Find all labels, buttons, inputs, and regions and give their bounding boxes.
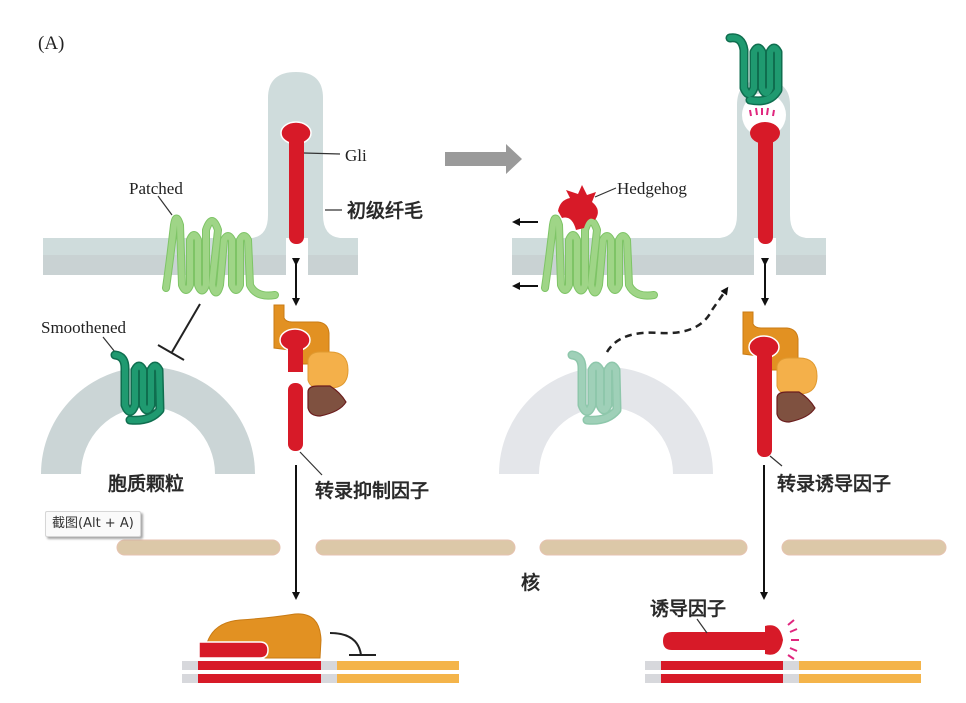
smoothened-translocation-arrow: [605, 286, 729, 353]
right-panel-on-state: Hedgehog 转录诱导因子: [499, 33, 921, 683]
activated-gene: [645, 619, 921, 683]
gli-activator-complex: [742, 311, 818, 457]
patched-protein: [162, 214, 279, 300]
patched-protein-right: [541, 214, 658, 300]
cytoplasmic-vesicle-left: [41, 367, 255, 474]
left-panel-off-state: Gli 初级纤毛 Patched 胞质颗粒 Smoothened: [41, 72, 459, 683]
primary-cilium-label: 初级纤毛: [347, 199, 423, 222]
gli-label: Gli: [345, 146, 367, 165]
nucleus-label: 核: [521, 571, 540, 594]
smoothened-label: Smoothened: [41, 318, 126, 337]
transition-arrow-icon: [445, 144, 522, 174]
patched-label: Patched: [129, 179, 183, 198]
transcription-activator-label: 转录诱导因子: [777, 472, 891, 495]
smoothened-protein-cilium: [725, 33, 783, 106]
gli-protein-cilium-right: [750, 122, 780, 244]
activator-label: 诱导因子: [650, 598, 726, 620]
nuclear-envelope: [116, 539, 947, 556]
repressed-gene: [182, 613, 459, 683]
panel-label: (A): [38, 33, 64, 54]
transcription-repressor-label: 转录抑制因子: [315, 479, 429, 502]
cytoplasmic-vesicle-label: 胞质颗粒: [108, 472, 184, 495]
cytoplasmic-vesicle-right: [499, 367, 713, 474]
gli-repressor-complex: [273, 304, 349, 451]
gli-protein-cilium: [280, 121, 312, 244]
inhibition-arrow-patched: [157, 303, 201, 361]
hedgehog-ligand: [558, 185, 598, 230]
activation-signal-icon: [749, 107, 775, 117]
smoothened-protein-vesicle: [110, 350, 165, 425]
smoothened-protein-faded: [567, 350, 622, 425]
hedgehog-label: Hedgehog: [617, 179, 687, 198]
screenshot-tooltip: 截图(Alt + A): [45, 511, 141, 537]
